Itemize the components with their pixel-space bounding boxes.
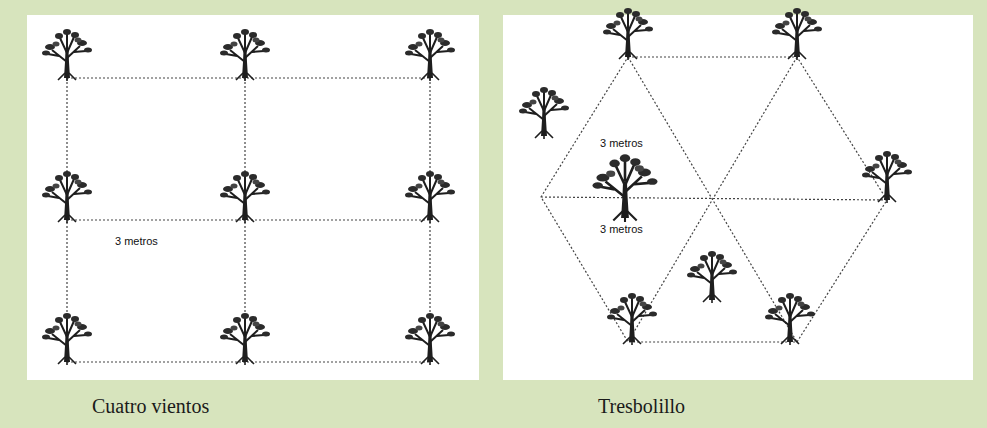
hexagon-grid <box>541 57 887 342</box>
left-panel <box>27 15 479 380</box>
square-trees <box>42 29 455 365</box>
panel-caption: Tresbolillo <box>598 395 685 417</box>
dimension-label: 3 metros <box>598 223 645 235</box>
dimension-label: 3 metros <box>113 235 160 247</box>
hexagon-trees <box>519 8 912 345</box>
right-panel <box>503 15 973 380</box>
dimension-label: 3 metros <box>598 137 645 149</box>
panel-caption: Cuatro vientos <box>92 395 209 417</box>
square-grid <box>67 78 430 362</box>
